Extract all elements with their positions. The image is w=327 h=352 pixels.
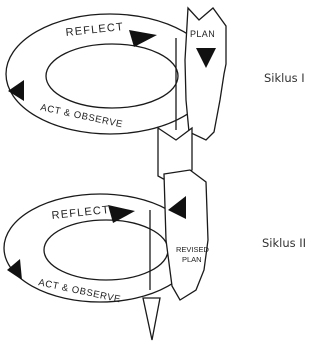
cycle-2-plan-arrow-icon: [168, 196, 186, 219]
cycle-2: REFLECT REVISED PLAN ACT & OBSERVE: [3, 169, 210, 341]
cycle-1-reflect-arrow-icon: [129, 30, 157, 47]
cycle-1-act-arrow-icon: [8, 80, 24, 101]
cycle-2-tail: [142, 297, 161, 341]
siklus-2-label: Siklus II: [262, 236, 306, 250]
siklus-1-label: Siklus I: [264, 71, 305, 85]
cycle-1: REFLECT PLAN ACT & OBSERVE: [5, 6, 227, 141]
cycle-2-act-arrow-icon: [7, 259, 22, 280]
cycle-1-plan-band: [184, 6, 227, 141]
cycle-2-plan-band: [163, 169, 209, 301]
cycle-1-inner-ring: [45, 43, 179, 109]
cycle-2-reflect-arrow-icon: [108, 205, 135, 223]
cycle-2-plan-label: PLAN: [182, 255, 202, 264]
cycle-2-revised-label: REVISED: [176, 245, 210, 254]
cycle-1-plan-label: PLAN: [190, 29, 215, 39]
cycle-1-plan-down-arrow-icon: [196, 48, 216, 68]
